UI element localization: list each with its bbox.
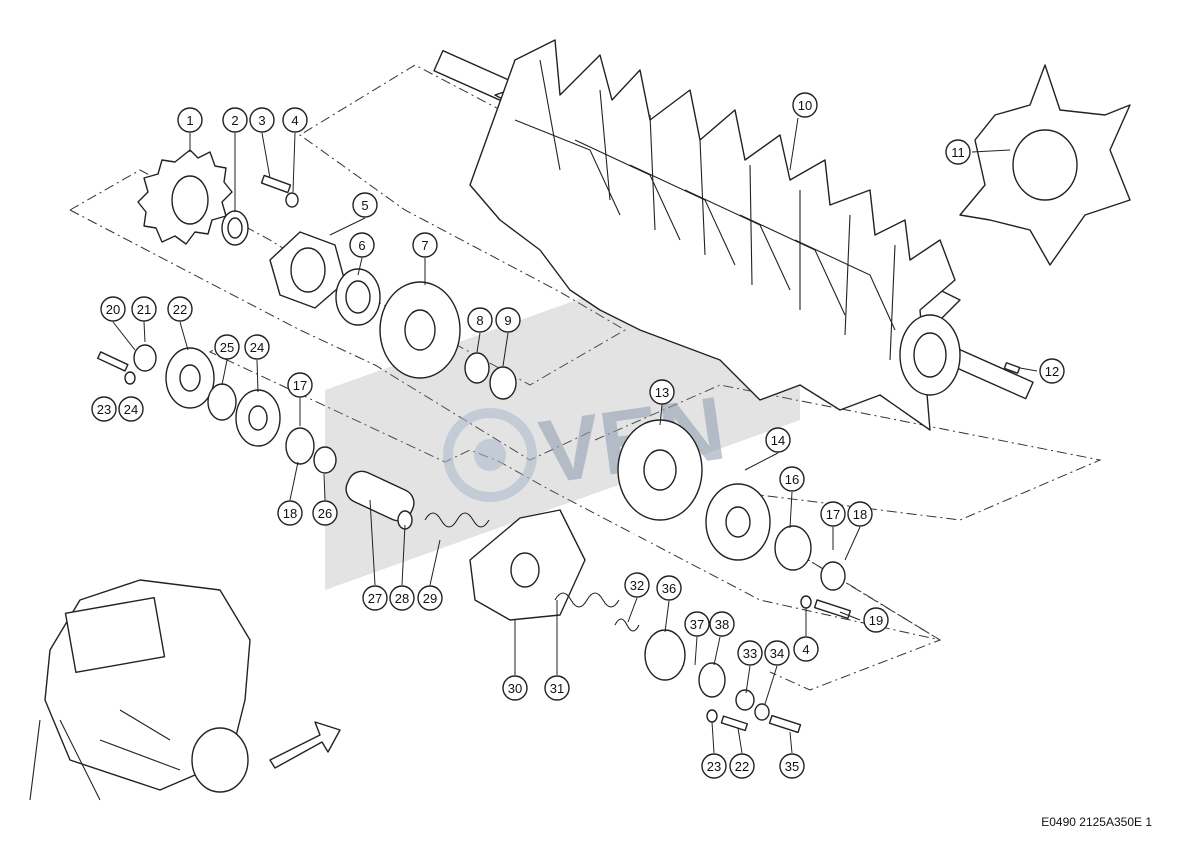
callout-label: 28 (395, 591, 409, 606)
callout-29: 29 (417, 585, 443, 611)
callout-21: 21 (131, 296, 157, 322)
callout-22: 22 (729, 753, 755, 779)
callout-label: 1 (186, 113, 193, 128)
callout-22: 22 (167, 296, 193, 322)
callout-32: 32 (624, 572, 650, 598)
callout-label: 11 (951, 145, 965, 160)
callout-13: 13 (649, 379, 675, 405)
drawing-code: E0490 2125A350E 1 (1041, 815, 1152, 829)
star-plate-11 (959, 64, 1131, 266)
callout-label: 4 (291, 113, 298, 128)
callout-30: 30 (502, 675, 528, 701)
callout-label: 29 (423, 591, 437, 606)
callout-label: 25 (220, 340, 234, 355)
callout-label: 38 (715, 617, 729, 632)
callout-label: 33 (743, 646, 757, 661)
callout-5: 5 (352, 192, 378, 218)
callout-label: 2 (231, 113, 238, 128)
callout-36: 36 (656, 575, 682, 601)
callout-31: 31 (544, 675, 570, 701)
callout-1: 1 (177, 107, 203, 133)
callout-label: 4 (802, 642, 809, 657)
small-parts (97, 174, 1021, 734)
callout-34: 34 (764, 640, 790, 666)
callout-16: 16 (779, 466, 805, 492)
callout-27: 27 (362, 585, 388, 611)
baler-overview (29, 579, 341, 801)
callout-label: 20 (106, 302, 120, 317)
callout-10: 10 (792, 92, 818, 118)
callout-18: 18 (277, 500, 303, 526)
callout-label: 18 (853, 507, 867, 522)
callout-12: 12 (1039, 358, 1065, 384)
callout-label: 26 (318, 506, 332, 521)
callout-37: 37 (684, 611, 710, 637)
callout-label: 14 (771, 433, 785, 448)
callout-label: 10 (798, 98, 812, 113)
callout-26: 26 (312, 500, 338, 526)
callout-6: 6 (349, 232, 375, 258)
callout-label: 24 (250, 340, 264, 355)
callout-4: 4 (282, 107, 308, 133)
callout-label: 31 (550, 681, 564, 696)
callout-38: 38 (709, 611, 735, 637)
callout-28: 28 (389, 585, 415, 611)
callout-2: 2 (222, 107, 248, 133)
callout-19: 19 (863, 607, 889, 633)
callout-label: 36 (662, 581, 676, 596)
callout-label: 23 (97, 402, 111, 417)
sprocket-1 (137, 149, 233, 245)
callout-4: 4 (793, 636, 819, 662)
assembly-zones (69, 64, 1102, 691)
leader-lines (112, 117, 1038, 754)
callout-9: 9 (495, 307, 521, 333)
callout-label: 21 (137, 302, 151, 317)
callout-label: 17 (826, 507, 840, 522)
callout-label: 22 (173, 302, 187, 317)
callout-35: 35 (779, 753, 805, 779)
callout-23: 23 (701, 753, 727, 779)
callout-11: 11 (945, 139, 971, 165)
callout-label: 19 (869, 613, 883, 628)
callout-label: 27 (368, 591, 382, 606)
callout-label: 5 (361, 198, 368, 213)
callout-label: 16 (785, 472, 799, 487)
callout-label: 24 (124, 402, 138, 417)
rotor-shaft (433, 39, 1034, 431)
callout-label: 12 (1045, 364, 1059, 379)
callout-3: 3 (249, 107, 275, 133)
callout-label: 34 (770, 646, 784, 661)
callout-label: 37 (690, 617, 704, 632)
callout-24: 24 (118, 396, 144, 422)
callout-label: 8 (476, 313, 483, 328)
callout-25: 25 (214, 334, 240, 360)
callout-label: 17 (293, 378, 307, 393)
callout-23: 23 (91, 396, 117, 422)
callout-20: 20 (100, 296, 126, 322)
callout-18: 18 (847, 501, 873, 527)
callout-label: 9 (504, 313, 511, 328)
callout-label: 13 (655, 385, 669, 400)
callout-8: 8 (467, 307, 493, 333)
callout-label: 6 (358, 238, 365, 253)
callout-17: 17 (287, 372, 313, 398)
callout-label: 32 (630, 578, 644, 593)
callout-33: 33 (737, 640, 763, 666)
callout-label: 3 (258, 113, 265, 128)
callout-label: 18 (283, 506, 297, 521)
callout-24: 24 (244, 334, 270, 360)
callout-label: 35 (785, 759, 799, 774)
callout-17: 17 (820, 501, 846, 527)
callout-7: 7 (412, 232, 438, 258)
callout-label: 30 (508, 681, 522, 696)
callout-label: 22 (735, 759, 749, 774)
callout-14: 14 (765, 427, 791, 453)
callout-label: 7 (421, 238, 428, 253)
callout-label: 23 (707, 759, 721, 774)
